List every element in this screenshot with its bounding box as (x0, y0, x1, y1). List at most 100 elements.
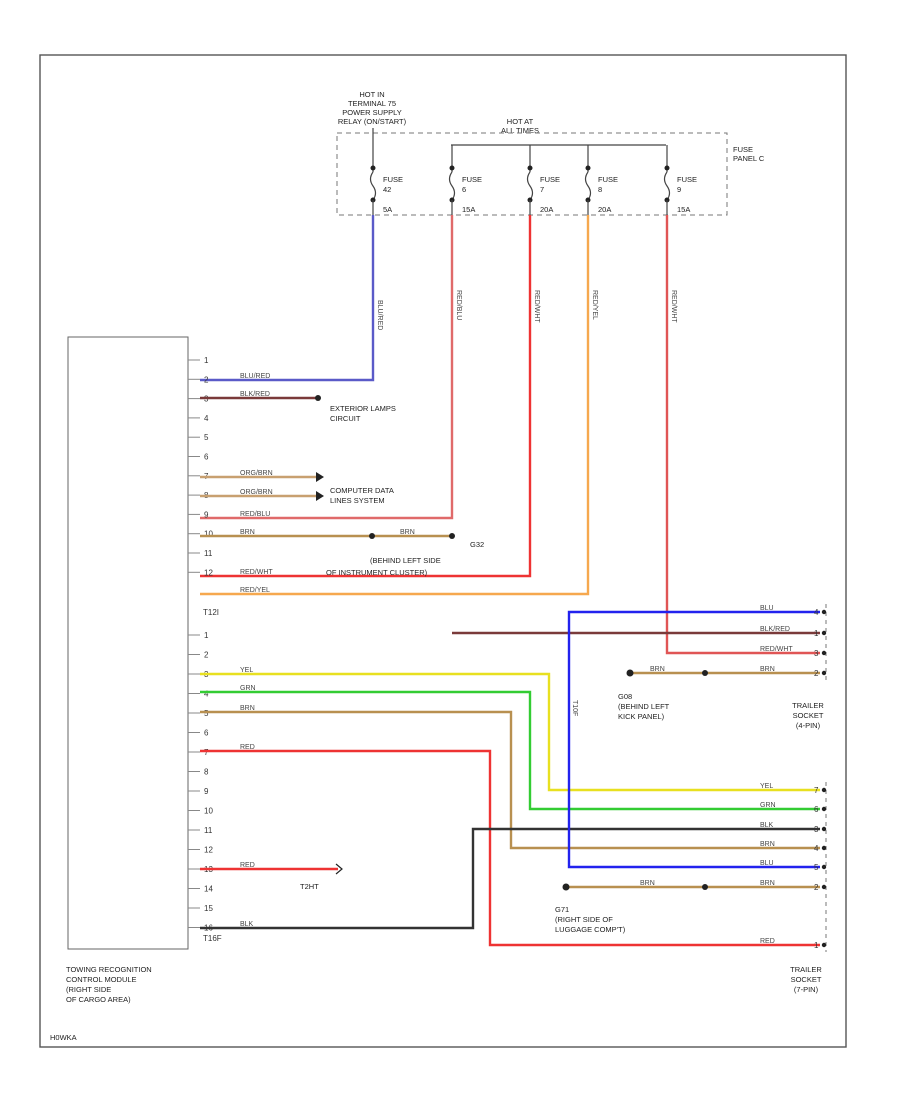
svg-text:YEL: YEL (240, 667, 253, 674)
can-ref: COMPUTER DATA LINES SYSTEM (330, 486, 394, 505)
wire-t16-pin3-yel (200, 672, 820, 792)
svg-text:RED/BLU: RED/BLU (455, 290, 462, 320)
svg-text:RED/YEL: RED/YEL (240, 587, 270, 594)
svg-text:BLU/RED: BLU/RED (240, 373, 270, 380)
svg-text:BLK/RED: BLK/RED (760, 626, 790, 633)
svg-text:BRN: BRN (650, 666, 665, 673)
svg-text:CIRCUIT: CIRCUIT (330, 414, 361, 423)
diagram-frame (39, 54, 847, 1048)
svg-text:(BEHIND LEFT SIDE: (BEHIND LEFT SIDE (370, 556, 441, 565)
g32-ground-ref: G32 (BEHIND LEFT SIDE OF INSTRUMENT CLUS… (326, 540, 484, 577)
socket7-pin: 1 (814, 941, 819, 950)
pin-b-4: 4 (204, 690, 209, 699)
pin-a-4: 4 (204, 414, 209, 423)
pin-b-8: 8 (204, 768, 209, 777)
pin-a-11: 11 (204, 549, 213, 558)
pin-b-6: 6 (204, 729, 209, 738)
fuse-rating: 15A (462, 205, 475, 214)
socket7-pin: 7 (814, 786, 819, 795)
pin-b-12: 12 (204, 846, 213, 855)
connector-b-pins: 12345678910111213141516 (188, 631, 213, 933)
trailer-socket-7pin: TRAILER SOCKET (7-PIN) 7 6 3 4 5 2 1 (790, 782, 827, 994)
svg-text:(7-PIN): (7-PIN) (794, 985, 819, 994)
svg-text:BLK: BLK (240, 921, 254, 928)
fuse-label: FUSE (540, 175, 560, 184)
svg-text:SOCKET: SOCKET (791, 975, 822, 984)
svg-text:RED/WHT: RED/WHT (240, 569, 273, 576)
svg-text:SOCKET: SOCKET (793, 711, 824, 720)
socket7-pin: 2 (814, 883, 819, 892)
fuse-number: 42 (383, 185, 391, 194)
pin-b-15: 15 (204, 904, 213, 913)
svg-text:TRAILER: TRAILER (790, 965, 822, 974)
socket7-pin: 5 (814, 863, 819, 872)
g08-ground-ref: G08 (BEHIND LEFT KICK PANEL) (618, 692, 670, 721)
svg-text:POWER SUPPLY: POWER SUPPLY (342, 108, 401, 117)
svg-text:BLK: BLK (760, 822, 774, 829)
svg-text:RED/YEL: RED/YEL (591, 290, 598, 320)
fuse-number: 9 (677, 185, 681, 194)
pin-a-2: 2 (204, 375, 209, 384)
module-label: TOWING RECOGNITION CONTROL MODULE (RIGHT… (66, 965, 152, 1004)
wire-fuse8-pin12 (200, 215, 590, 596)
socket4-pin: 1 (814, 629, 819, 638)
svg-text:G71: G71 (555, 905, 569, 914)
svg-text:T10F: T10F (571, 700, 578, 716)
pin-b-2: 2 (204, 651, 209, 660)
svg-text:BRN: BRN (240, 529, 255, 536)
svg-text:BRN: BRN (640, 880, 655, 887)
svg-text:LINES SYSTEM: LINES SYSTEM (330, 496, 385, 505)
pin-a-9: 9 (204, 510, 209, 519)
socket4-pin: 2 (814, 669, 819, 678)
pin-b-10: 10 (204, 807, 213, 816)
hot-at-all-times-label: HOT AT ALL TIMES (501, 117, 539, 135)
socket7-pin: 3 (814, 825, 819, 834)
pin-a-10: 10 (204, 530, 213, 539)
fuse-rating: 20A (540, 205, 553, 214)
hot-in-run-label: HOT IN TERMINAL 75 POWER SUPPLY RELAY (O… (338, 90, 407, 126)
socket4-pin: 4 (814, 608, 819, 617)
fuse-rating: 5A (383, 205, 392, 214)
svg-text:TERMINAL 75: TERMINAL 75 (348, 99, 396, 108)
socket7-pin: 4 (814, 844, 819, 853)
svg-text:OF INSTRUMENT CLUSTER): OF INSTRUMENT CLUSTER) (326, 568, 428, 577)
svg-text:RED/WHT: RED/WHT (670, 290, 677, 323)
fuse-label: FUSE (383, 175, 403, 184)
fuse-number: 6 (462, 185, 466, 194)
svg-text:G08: G08 (618, 692, 632, 701)
wire-t16-pin4-grn (200, 690, 820, 811)
pin-b-14: 14 (204, 885, 213, 894)
svg-text:BLU: BLU (760, 860, 774, 867)
connector-a-label: T12I (203, 608, 219, 617)
svg-text:TRAILER: TRAILER (792, 701, 824, 710)
connector-b-label: T16F (203, 934, 222, 943)
svg-text:BRN: BRN (760, 666, 775, 673)
svg-text:G32: G32 (470, 540, 484, 549)
svg-text:(4-PIN): (4-PIN) (796, 721, 821, 730)
svg-text:LUGGAGE COMP'T): LUGGAGE COMP'T) (555, 925, 626, 934)
svg-text:BLK/RED: BLK/RED (240, 391, 270, 398)
svg-text:EXTERIOR LAMPS: EXTERIOR LAMPS (330, 404, 396, 413)
svg-text:BRN: BRN (760, 880, 775, 887)
socket7-pin: 6 (814, 805, 819, 814)
pin-b-11: 11 (204, 826, 213, 835)
fuse-label: FUSE (462, 175, 482, 184)
svg-text:BRN: BRN (760, 841, 775, 848)
pin-b-9: 9 (204, 787, 209, 796)
svg-text:ORG/BRN: ORG/BRN (240, 489, 273, 496)
g71-ground-ref: G71 (RIGHT SIDE OF LUGGAGE COMP'T) (555, 905, 626, 934)
svg-text:HOT IN: HOT IN (359, 90, 384, 99)
svg-text:BRN: BRN (400, 529, 415, 536)
svg-text:COMPUTER DATA: COMPUTER DATA (330, 486, 394, 495)
wire-t16-pin7-red (200, 749, 820, 947)
exterior-lamps-ref: EXTERIOR LAMPS CIRCUIT (330, 404, 396, 423)
wire-t16-pin16-blk (200, 827, 820, 930)
pin-a-12: 12 (204, 568, 213, 577)
svg-text:OF CARGO AREA): OF CARGO AREA) (66, 995, 131, 1004)
